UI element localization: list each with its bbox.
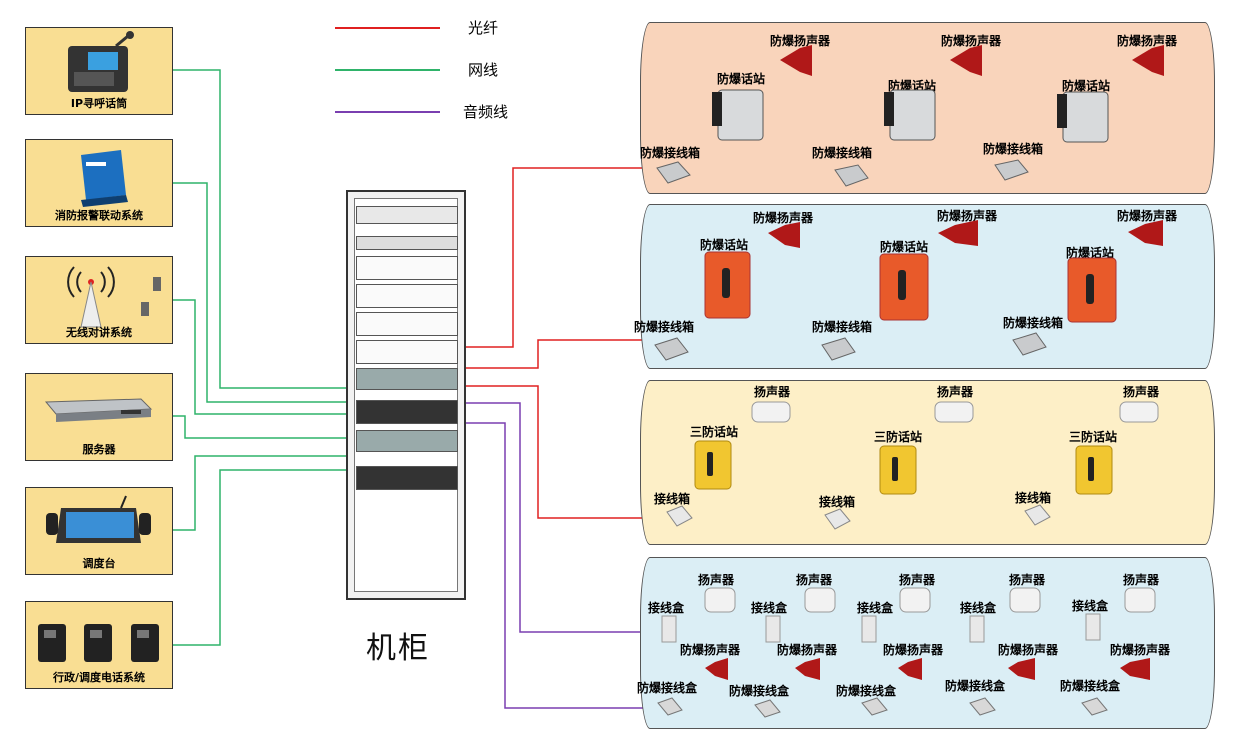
zone4-ex-speaker-label-2: 防爆扬声器 bbox=[777, 643, 838, 657]
zone2-station-label-3: 防爆话站 bbox=[1066, 246, 1115, 260]
zone4-speaker-label-5: 扬声器 bbox=[1123, 573, 1160, 587]
zone2-station-label-1: 防爆话站 bbox=[700, 238, 749, 252]
speaker-icon bbox=[704, 587, 1156, 613]
zone4-ex-speaker-label-5: 防爆扬声器 bbox=[1110, 643, 1171, 657]
device-console-label: 调度台 bbox=[82, 557, 116, 570]
zone3-box-label-2: 接线箱 bbox=[819, 495, 856, 509]
zone4-speaker-label-1: 扬声器 bbox=[698, 573, 735, 587]
cabinet-title: 机柜 bbox=[366, 631, 430, 666]
device-ip-paging: IP寻呼话筒 bbox=[25, 27, 173, 115]
zone-3-panel bbox=[640, 380, 1215, 545]
alarm-module-icon bbox=[81, 150, 128, 207]
device-phones-label: 行政/调度电话系统 bbox=[52, 671, 146, 684]
zone3-speaker-label-3: 扬声器 bbox=[1123, 385, 1160, 399]
zone3-station-label-2: 三防话站 bbox=[874, 430, 923, 444]
device-radio-label: 无线对讲系统 bbox=[66, 326, 132, 339]
server-rack-icon bbox=[44, 398, 153, 422]
zone1-station-label-1: 防爆话站 bbox=[717, 72, 766, 86]
zone4-box-label-4: 接线盒 bbox=[960, 601, 997, 615]
zone3-box-label-3: 接线箱 bbox=[1015, 491, 1052, 505]
legend-audio-label: 音频线 bbox=[463, 103, 509, 121]
horn-speaker-icon bbox=[705, 658, 1150, 680]
zone2-speaker-label-1: 防爆扬声器 bbox=[753, 211, 814, 225]
device-server-label: 服务器 bbox=[82, 443, 116, 456]
zone4-box-label-3: 接线盒 bbox=[857, 601, 894, 615]
zone2-speaker-label-3: 防爆扬声器 bbox=[1117, 209, 1178, 223]
ip-phones-icon bbox=[38, 624, 159, 662]
desk-phone-icon bbox=[68, 31, 134, 92]
zone4-speaker-label-3: 扬声器 bbox=[899, 573, 936, 587]
zone3-speaker-label-1: 扬声器 bbox=[754, 385, 791, 399]
zone1-box-label-2: 防爆接线箱 bbox=[812, 146, 873, 160]
zone3-speaker-label-2: 扬声器 bbox=[937, 385, 974, 399]
zone4-ex-box-label-5: 防爆接线盒 bbox=[1060, 679, 1121, 693]
device-radio: 无线对讲系统 bbox=[25, 256, 173, 344]
zone2-station-label-2: 防爆话站 bbox=[880, 240, 929, 254]
horn-speaker-icon bbox=[768, 220, 1163, 248]
zone-4-panel bbox=[640, 557, 1215, 729]
cabinet-rack bbox=[346, 190, 466, 600]
zone2-box-label-3: 防爆接线箱 bbox=[1003, 316, 1064, 330]
zone4-ex-box-label-4: 防爆接线盒 bbox=[945, 679, 1006, 693]
dispatch-console-icon bbox=[46, 495, 151, 543]
junction-box-icon bbox=[656, 159, 1029, 187]
zone1-box-label-3: 防爆接线箱 bbox=[983, 142, 1044, 156]
zone4-speaker-label-4: 扬声器 bbox=[1009, 573, 1046, 587]
radio-tower-icon bbox=[67, 266, 161, 328]
zone3-station-label-3: 三防话站 bbox=[1069, 430, 1118, 444]
zone4-ex-box-label-1: 防爆接线盒 bbox=[637, 681, 698, 695]
legend-network-label: 网线 bbox=[468, 61, 499, 79]
zone4-box-label-2: 接线盒 bbox=[751, 601, 788, 615]
zone4-ex-speaker-label-1: 防爆扬声器 bbox=[680, 643, 741, 657]
zone1-speaker-label-2: 防爆扬声器 bbox=[941, 34, 1002, 48]
junction-box-icon bbox=[666, 504, 1051, 530]
zone3-station-label-1: 三防话站 bbox=[690, 425, 739, 439]
horn-speaker-icon bbox=[780, 45, 1164, 76]
zone1-station-label-3: 防爆话站 bbox=[1062, 79, 1111, 93]
zone4-ex-box-label-2: 防爆接线盒 bbox=[729, 684, 790, 698]
ex-junction-box-icon bbox=[657, 697, 1108, 718]
zone1-speaker-label-3: 防爆扬声器 bbox=[1117, 34, 1178, 48]
zone1-speaker-label-1: 防爆扬声器 bbox=[770, 34, 831, 48]
device-fire-alarm-label: 消防报警联动系统 bbox=[55, 209, 143, 222]
zone4-box-label-1: 接线盒 bbox=[648, 601, 685, 615]
zone3-box-label-1: 接线箱 bbox=[654, 492, 691, 506]
device-phones: 行政/调度电话系统 bbox=[25, 601, 173, 689]
zone4-speaker-label-2: 扬声器 bbox=[796, 573, 833, 587]
zone4-ex-speaker-label-3: 防爆扬声器 bbox=[883, 643, 944, 657]
device-ip-paging-label: IP寻呼话筒 bbox=[70, 97, 128, 110]
device-fire-alarm: 消防报警联动系统 bbox=[25, 139, 173, 227]
zone2-speaker-label-2: 防爆扬声器 bbox=[937, 209, 998, 223]
device-console: 调度台 bbox=[25, 487, 173, 575]
speaker-icon bbox=[751, 401, 1159, 423]
zone4-ex-box-label-3: 防爆接线盒 bbox=[836, 684, 897, 698]
zone4-ex-speaker-label-4: 防爆扬声器 bbox=[998, 643, 1059, 657]
legend-fiber-label: 光纤 bbox=[468, 19, 499, 37]
zone2-box-label-1: 防爆接线箱 bbox=[634, 320, 695, 334]
zone1-box-label-1: 防爆接线箱 bbox=[640, 146, 701, 160]
network-wires bbox=[173, 69, 355, 646]
junction-box-icon bbox=[661, 613, 1101, 643]
junction-box-icon bbox=[654, 332, 1047, 361]
device-server: 服务器 bbox=[25, 373, 173, 461]
zone2-box-label-2: 防爆接线箱 bbox=[812, 320, 873, 334]
zone4-box-label-5: 接线盒 bbox=[1072, 599, 1109, 613]
